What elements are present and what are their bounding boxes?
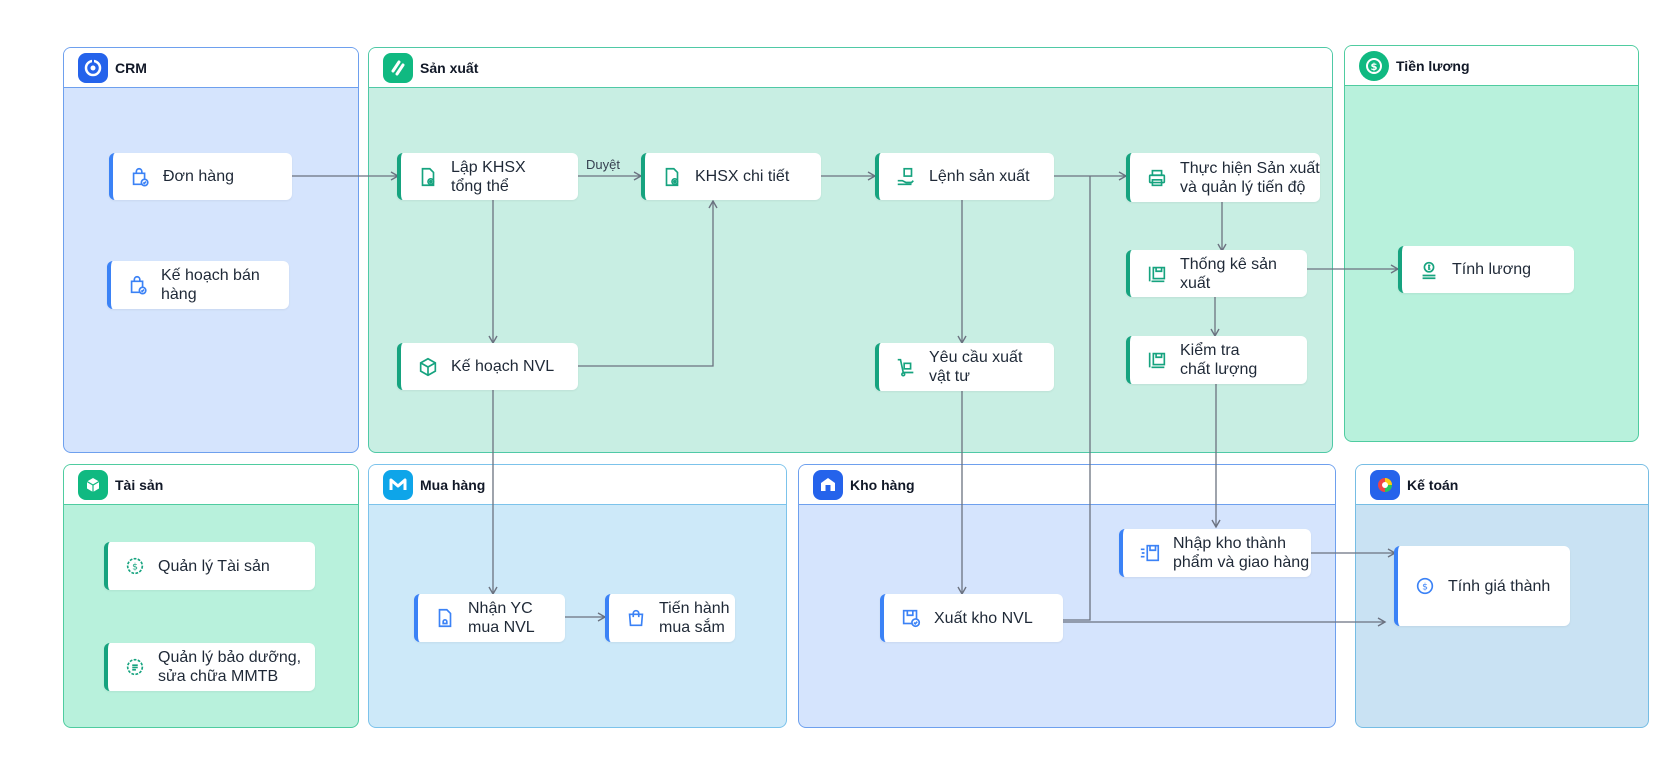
shopping-bag-check-icon	[129, 166, 151, 188]
clipboard-icon	[1146, 263, 1168, 285]
ke-toan-panel-header: Kế toán	[1356, 465, 1648, 505]
node-ke-hoach-ban-hang[interactable]: Kế hoạch bán hàng	[107, 261, 289, 309]
node-lenh-san-xuat-label: Lệnh sản xuất	[929, 168, 1030, 185]
tien-luong-panel-header: $ Tiền lương	[1345, 46, 1638, 86]
box-check-icon	[900, 607, 922, 629]
ke-toan-panel-title: Kế toán	[1407, 476, 1459, 493]
node-kiem-tra-cl[interactable]: Kiểm tra chất lượng	[1126, 336, 1307, 384]
tai-san-panel-title: Tài sản	[115, 476, 164, 493]
node-xuat-kho-nvl[interactable]: Xuất kho NVL	[880, 594, 1063, 642]
svg-text:$: $	[132, 562, 138, 573]
document-gear-icon	[417, 166, 439, 188]
edge-label-duyet: Duyệt	[586, 157, 620, 172]
node-nhap-kho[interactable]: Nhập kho thành phẩm và giao hàng	[1119, 529, 1311, 577]
kho-hang-panel-header: Kho hàng	[799, 465, 1335, 505]
fast-delivery-box-icon	[1139, 542, 1161, 564]
crm-panel: CRM	[63, 47, 359, 453]
warehouse-logo-icon	[813, 469, 843, 500]
tai-san-panel-header: Tài sản	[64, 465, 358, 505]
production-logo-icon	[383, 52, 413, 83]
node-ke-hoach-ban-hang-label: Kế hoạch bán hàng	[161, 267, 260, 303]
node-quan-ly-tai-san[interactable]: $ Quản lý Tài sản	[104, 542, 315, 590]
shopping-bag-icon	[625, 607, 647, 629]
node-quan-ly-bao-duong-label: Quản lý bảo dưỡng, sửa chữa MMTB	[158, 649, 302, 685]
mua-hang-panel-header: Mua hàng	[369, 465, 786, 505]
tien-luong-panel: $ Tiền lương	[1344, 45, 1639, 442]
node-thong-ke-sx-label: Thống kê sản xuất	[1180, 255, 1277, 292]
node-tien-hanh[interactable]: Tiến hành mua sắm	[605, 594, 735, 642]
node-tien-hanh-label: Tiến hành mua sắm	[659, 600, 730, 636]
node-lenh-san-xuat[interactable]: Lệnh sản xuất	[875, 153, 1054, 200]
dollar-circle-icon: $	[1414, 575, 1436, 597]
document-gear-icon	[661, 166, 683, 188]
node-ke-hoach-nvl-label: Kế hoạch NVL	[451, 358, 555, 375]
node-tinh-luong[interactable]: Tính lương	[1398, 246, 1574, 293]
node-tinh-gia-thanh[interactable]: $ Tính giá thành	[1394, 546, 1570, 626]
mua-hang-panel-title: Mua hàng	[420, 476, 486, 493]
node-nhan-yc[interactable]: Nhận YC mua NVL	[414, 594, 565, 642]
node-quan-ly-tai-san-label: Quản lý Tài sản	[158, 557, 270, 575]
node-thuc-hien-sx[interactable]: Thực hiện Sản xuất và quản lý tiến độ	[1126, 153, 1320, 202]
node-tinh-gia-thanh-label: Tính giá thành	[1448, 577, 1551, 595]
san-xuat-panel-title: Sản xuất	[420, 59, 479, 76]
crm-logo-icon	[78, 52, 108, 83]
node-nhap-kho-label: Nhập kho thành phẩm và giao hàng	[1173, 535, 1310, 571]
node-khsx-chi-tiet[interactable]: KHSX chi tiết	[641, 153, 821, 200]
node-xuat-kho-nvl-label: Xuất kho NVL	[934, 609, 1033, 627]
document-bell-icon	[434, 607, 456, 629]
node-thuc-hien-sx-label: Thực hiện Sản xuất và quản lý tiến độ	[1180, 159, 1320, 196]
hand-box-icon	[895, 166, 917, 188]
node-khsx-chi-tiet-label: KHSX chi tiết	[695, 168, 790, 185]
crm-panel-title: CRM	[115, 59, 147, 76]
node-don-hang-label: Đơn hàng	[163, 168, 234, 185]
kho-hang-panel-title: Kho hàng	[850, 476, 915, 493]
cube-logo-icon	[78, 469, 108, 500]
node-lap-khsx[interactable]: Lập KHSX tổng thể	[397, 153, 578, 200]
node-thong-ke-sx[interactable]: Thống kê sản xuất	[1126, 250, 1307, 297]
svg-text:$: $	[1422, 582, 1428, 593]
node-ke-hoach-nvl[interactable]: Kế hoạch NVL	[397, 343, 578, 390]
svg-text:$: $	[1371, 62, 1378, 73]
clipboard-icon	[1146, 349, 1168, 371]
san-xuat-panel-header: Sản xuất	[369, 48, 1332, 88]
shopping-bag-check-icon	[127, 274, 149, 296]
node-yeu-cau-xuat-label: Yêu cầu xuất vật tư	[929, 349, 1023, 385]
node-kiem-tra-cl-label: Kiểm tra chất lượng	[1180, 342, 1258, 378]
tien-luong-panel-title: Tiền lương	[1396, 57, 1470, 74]
node-yeu-cau-xuat[interactable]: Yêu cầu xuất vật tư	[875, 343, 1054, 391]
hand-truck-icon	[895, 356, 917, 378]
dollar-coin-icon: $	[1359, 50, 1389, 81]
money-stack-icon	[1418, 259, 1440, 281]
accounting-logo-icon	[1370, 469, 1400, 500]
gear-dollar-icon: $	[124, 555, 146, 577]
m-logo-icon	[383, 469, 413, 500]
node-quan-ly-bao-duong[interactable]: Quản lý bảo dưỡng, sửa chữa MMTB	[104, 643, 315, 691]
printer-icon	[1146, 167, 1168, 189]
node-lap-khsx-label: Lập KHSX tổng thể	[451, 158, 526, 195]
node-tinh-luong-label: Tính lương	[1452, 261, 1532, 278]
node-nhan-yc-label: Nhận YC mua NVL	[468, 600, 535, 636]
box-icon	[417, 356, 439, 378]
kho-hang-panel: Kho hàng	[798, 464, 1336, 728]
gear-list-icon	[124, 656, 146, 678]
crm-panel-header: CRM	[64, 48, 358, 88]
node-don-hang[interactable]: Đơn hàng	[109, 153, 292, 200]
